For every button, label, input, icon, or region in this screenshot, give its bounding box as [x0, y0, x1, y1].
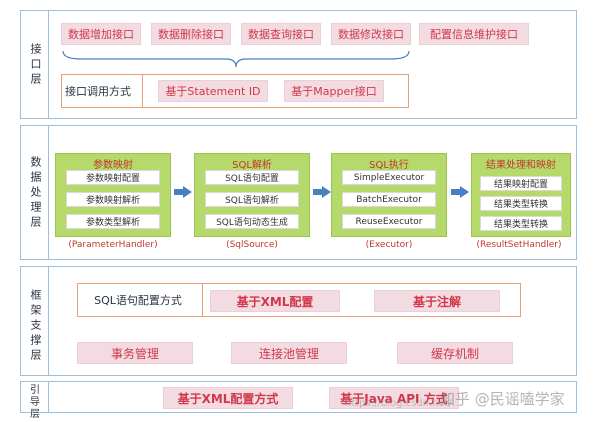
- stage-title: SQL执行: [369, 160, 409, 171]
- stage-item: SQL语句配置: [205, 170, 299, 185]
- stage-caption: (Executor): [365, 240, 413, 250]
- sql-config-annotation: 基于注解: [374, 290, 500, 312]
- api-query: 数据查询接口: [241, 23, 321, 45]
- invoke-method-row: 接口调用方式 基于Statement ID 基于Mapper接口: [61, 74, 409, 108]
- method-statement-id: 基于Statement ID: [158, 80, 268, 102]
- flow-arrow-icon: [313, 186, 331, 198]
- invoke-method-label: 接口调用方式: [65, 85, 131, 98]
- stage-item: BatchExecutor: [342, 192, 436, 207]
- stage-item: 参数类型解析: [66, 214, 160, 229]
- stage-title: 结果处理和映射: [486, 160, 556, 171]
- watermark-text: 知乎 @民谣嗑学家: [440, 390, 565, 408]
- stage-caption: (ResultSetHandler): [476, 240, 562, 250]
- layer-label-cell: 引导层: [21, 382, 49, 420]
- layer-label-cell: 数据处理层: [21, 126, 49, 259]
- stage-caption: (SqlSource): [226, 240, 278, 250]
- layer-label-cell: 框架支撑层: [21, 267, 49, 375]
- stage-title: 参数映射: [93, 160, 133, 171]
- api-update: 数据修改接口: [331, 23, 411, 45]
- interface-layer: 接口层 数据增加接口 数据删除接口 数据查询接口 数据修改接口 配置信息维护接口…: [20, 10, 577, 119]
- stage-item: 参数映射配置: [66, 170, 160, 185]
- stage-item: SimpleExecutor: [342, 170, 436, 185]
- method-mapper: 基于Mapper接口: [284, 80, 384, 102]
- framework-layer-label: 框架支撑层: [29, 289, 42, 364]
- flow-arrow-icon: [174, 186, 192, 198]
- interface-layer-label: 接口层: [29, 43, 42, 88]
- api-delete: 数据删除接口: [151, 23, 231, 45]
- boot-java-api: 基于Java API 方式: [329, 387, 459, 409]
- api-insert: 数据增加接口: [61, 23, 141, 45]
- stage-sql-parsing: SQL解析 SQL语句配置 SQL语句解析 SQL语句动态生成: [194, 153, 310, 237]
- processing-layer-label: 数据处理层: [29, 156, 42, 231]
- stage-result-mapping: 结果处理和映射 结果映射配置 结果类型转换 结果类型转换: [471, 153, 571, 237]
- processing-layer: 数据处理层 参数映射 参数映射配置 参数映射解析 参数类型解析 (Paramet…: [20, 125, 577, 260]
- method-divider: [142, 75, 143, 107]
- sql-config-label: SQL语句配置方式: [94, 294, 182, 307]
- stage-title: SQL解析: [232, 160, 272, 171]
- stage-item: 结果映射配置: [480, 176, 562, 191]
- support-transaction: 事务管理: [77, 342, 193, 364]
- brace-connector: [62, 50, 410, 68]
- stage-item: ReuseExecutor: [342, 214, 436, 229]
- flow-arrow-icon: [451, 186, 469, 198]
- sql-config-xml: 基于XML配置: [210, 290, 340, 312]
- api-config: 配置信息维护接口: [419, 23, 529, 45]
- boot-layer-label: 引导层: [30, 385, 40, 420]
- stage-item: 参数映射解析: [66, 192, 160, 207]
- boot-layer: 引导层 基于XML配置方式 基于Java API 方式: [20, 381, 577, 420]
- stage-item: SQL语句动态生成: [205, 214, 299, 229]
- stage-sql-execution: SQL执行 SimpleExecutor BatchExecutor Reuse…: [331, 153, 447, 237]
- watermark-url: https://blog.csdn.net/...: [345, 398, 462, 409]
- stage-item: 结果类型转换: [480, 196, 562, 211]
- stage-item: 结果类型转换: [480, 216, 562, 231]
- support-connection-pool: 连接池管理: [231, 342, 347, 364]
- stage-caption: (ParameterHandler): [68, 240, 158, 250]
- boot-xml: 基于XML配置方式: [163, 387, 293, 409]
- sql-config-row: SQL语句配置方式 基于XML配置 基于注解: [77, 283, 521, 317]
- stage-item: SQL语句解析: [205, 192, 299, 207]
- sql-config-divider: [202, 284, 203, 316]
- stage-parameter-mapping: 参数映射 参数映射配置 参数映射解析 参数类型解析: [55, 153, 171, 237]
- framework-layer: 框架支撑层 SQL语句配置方式 基于XML配置 基于注解 事务管理 连接池管理 …: [20, 266, 577, 376]
- support-cache: 缓存机制: [397, 342, 513, 364]
- layer-label-cell: 接口层: [21, 11, 49, 118]
